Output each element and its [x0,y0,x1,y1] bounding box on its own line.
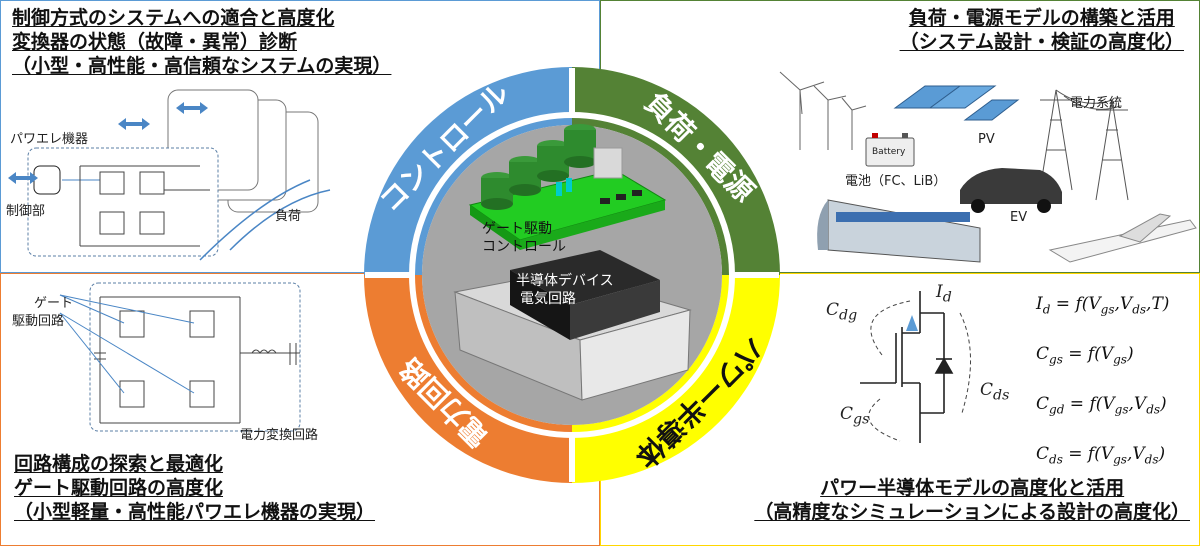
label-gate-drive-2: 駆動回路 [12,314,65,329]
label-load: 負荷 [275,209,302,224]
control-illustration [8,89,331,261]
solar-panels [893,85,1020,121]
wheel-segment [364,67,572,275]
wheel-segment [572,67,780,275]
label-grid: 電力系統 [1070,96,1123,111]
title-power-circuit: 回路構成の探索と最適化 ゲート駆動回路の高度化 （小型軽量・高性能パワエレ機器の… [14,453,376,523]
pcb-board [468,124,667,250]
power-circuit-illustration [59,282,301,432]
equation: Id = f(Vgs,Vds,T) [1036,294,1170,317]
heatsink [453,250,692,401]
title-load-source: 負荷・電源モデルの構築と活用 （システム設計・検証の高度化） [899,7,1184,53]
label-id: Id [936,282,952,306]
center-label-semi-1: 半導体デバイス [516,273,614,289]
title-power-semiconductor: パワー半導体モデルの高度化と活用 （高精度なシミュレーションによる設計の高度化） [754,477,1190,523]
load-source-illustration [779,71,1197,263]
label-battery: 電池（FC、LiB） [845,174,947,189]
label-controller: 制御部 [6,204,46,219]
title-control: 制御方式のシステムへの適合と高度化 変換器の状態（故障・異常）診断 （小型・高性… [12,7,392,77]
label-gate-drive-1: ゲート [34,296,74,311]
wheel-segment [364,275,572,483]
label-cgs: Cgs [840,404,870,428]
label-pv: PV [978,132,995,147]
label-power-device: パワエレ機器 [10,132,89,147]
ev-car [960,168,1062,213]
equation: Cgs = f(Vgs) [1036,344,1134,367]
center-label-gate-2: コントロール [482,239,566,255]
equation-list: Id = f(Vgs,Vds,T) Cgs = f(Vgs) Cgd = f(Vgs… [1036,284,1169,484]
equation: Cds = f(Vgs,Vds) [1036,444,1166,467]
equation: Cgd = f(Vgs,Vds) [1036,394,1167,417]
label-ev: EV [1010,210,1028,225]
mosfet-illustration [860,291,972,443]
wheel-segment [572,275,780,483]
label-cdg: Cdg [826,300,858,324]
center-label-gate-1: ゲート駆動 [482,221,552,237]
label-battery-text: Battery [872,147,906,157]
train [817,199,981,263]
center-label-semi-2: 電気回路 [520,291,576,307]
label-converter: 電力変換回路 [240,428,319,443]
label-cds: Cds [980,380,1010,404]
airplane [1048,213,1197,263]
